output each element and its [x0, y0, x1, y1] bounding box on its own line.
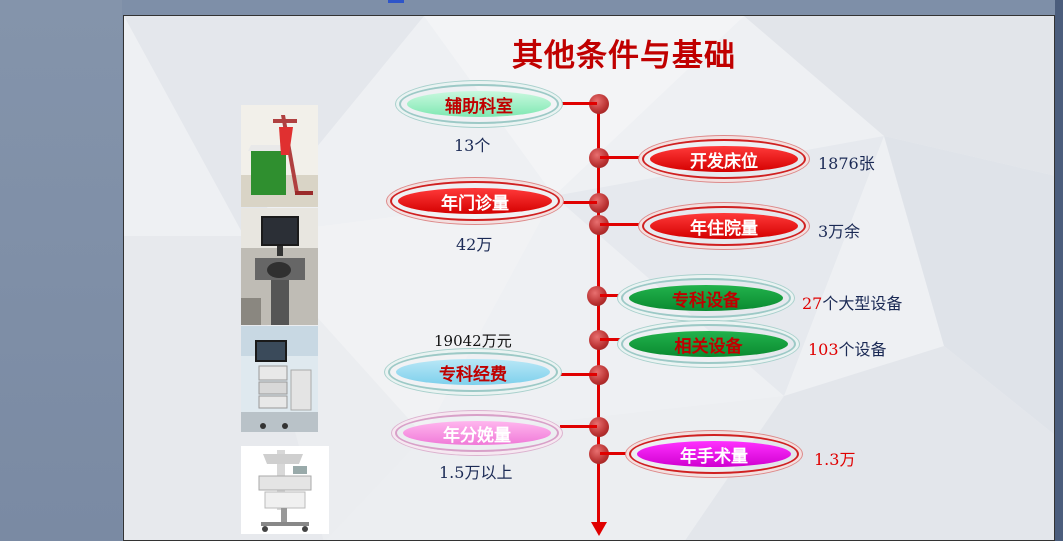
related-equipment-value: 103个设备	[808, 336, 887, 360]
top-edge-mark	[388, 0, 404, 3]
rehab-equipment-photo	[241, 105, 318, 207]
specialty-equipment-pill: 专科设备	[621, 278, 791, 318]
timeline-node	[589, 148, 609, 168]
connector-line	[562, 201, 597, 204]
connector-line	[560, 373, 597, 376]
timeline-arrowhead	[591, 522, 607, 536]
specialty-equipment-unit: 个大型设备	[822, 294, 903, 313]
annual-inpatient-pill: 年住院量	[642, 206, 806, 246]
monitor-equipment-photo	[241, 208, 318, 325]
timeline-node	[589, 94, 609, 114]
infant-incubator-photo	[241, 446, 329, 534]
timeline-node	[589, 330, 609, 350]
auxiliary-departments-value: 13个	[454, 136, 491, 155]
specialty-equipment-count: 27	[802, 294, 823, 313]
connector-line	[560, 425, 597, 428]
specialty-equipment-label: 专科设备	[629, 285, 783, 311]
connector-line	[600, 452, 630, 455]
connector-line	[561, 102, 597, 105]
timeline-node	[587, 286, 607, 306]
annual-surgeries-pill: 年手术量	[629, 434, 799, 474]
related-equipment-count: 103	[808, 340, 839, 359]
endoscopy-cart-photo	[241, 326, 318, 432]
timeline-node	[589, 215, 609, 235]
slide-canvas: 其他条件与基础	[123, 15, 1055, 541]
related-equipment-label: 相关设备	[629, 331, 788, 357]
annual-outpatient-value: 42万	[456, 235, 493, 254]
timeline-node	[589, 365, 609, 385]
slide-title: 其他条件与基础	[512, 38, 736, 74]
connector-line	[600, 156, 640, 159]
auxiliary-departments-label: 辅助科室	[407, 91, 551, 117]
related-equipment-unit: 个设备	[838, 340, 887, 359]
window-right-margin	[1055, 0, 1063, 541]
annual-outpatient-pill: 年门诊量	[390, 181, 560, 221]
annual-deliveries-label: 年分娩量	[403, 421, 551, 446]
annual-outpatient-label: 年门诊量	[398, 188, 552, 214]
specialty-funding-value: 19042万元	[434, 332, 512, 350]
auxiliary-departments-pill: 辅助科室	[399, 84, 559, 124]
specialty-equipment-value: 27个大型设备	[802, 290, 902, 314]
specialty-funding-label: 专科经费	[396, 359, 550, 385]
timeline-axis	[597, 98, 600, 528]
timeline-node	[589, 193, 609, 213]
open-beds-value: 1876张	[818, 154, 875, 173]
open-beds-label: 开发床位	[650, 146, 798, 172]
annual-deliveries-pill: 年分娩量	[395, 414, 559, 452]
open-beds-pill: 开发床位	[642, 139, 806, 179]
annual-inpatient-value: 3万余	[818, 222, 861, 241]
annual-deliveries-value: 1.5万以上	[439, 463, 513, 482]
annual-inpatient-label: 年住院量	[650, 213, 798, 239]
timeline-node	[589, 417, 609, 437]
connector-line	[600, 338, 622, 341]
related-equipment-pill: 相关设备	[621, 324, 796, 364]
connector-line	[600, 223, 640, 226]
specialty-funding-pill: 专科经费	[388, 352, 558, 392]
window-left-margin	[0, 0, 122, 541]
annual-surgeries-label: 年手术量	[637, 441, 791, 467]
timeline-node	[589, 444, 609, 464]
connector-line	[600, 294, 622, 297]
annual-surgeries-value: 1.3万	[814, 450, 856, 469]
